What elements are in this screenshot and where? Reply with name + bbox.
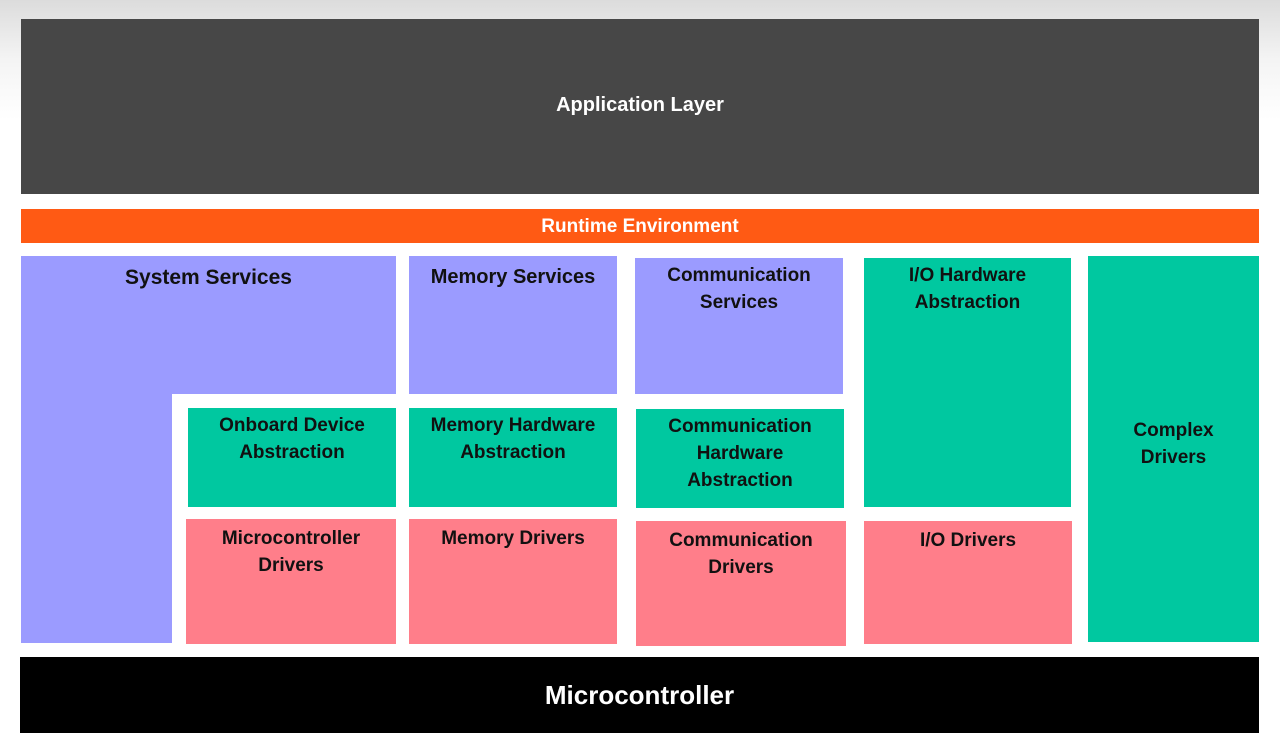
memory-services-label: Memory Services [430,266,596,288]
communication-hardware-abstraction-block: Communication Hardware Abstraction [636,409,844,508]
runtime-environment-bar: Runtime Environment [21,209,1259,243]
communication-services-block: Communication Services [635,258,843,394]
memory-hardware-abstraction-block: Memory Hardware Abstraction [409,408,617,507]
complex-drivers-block: Complex Drivers [1088,256,1259,642]
application-layer: Application Layer [21,19,1259,194]
memory-hardware-abstraction-label: Memory Hardware Abstraction [430,415,596,463]
runtime-environment-label: Runtime Environment [541,215,739,237]
communication-services-label: Communication Services [667,265,811,313]
system-services-block-extension [21,394,172,643]
memory-services-block: Memory Services [409,256,617,394]
io-hardware-abstraction-label: I/O Hardware Abstraction [908,265,1027,313]
onboard-device-abstraction-label: Onboard Device Abstraction [219,415,365,463]
io-hardware-abstraction-block: I/O Hardware Abstraction [864,258,1071,507]
complex-drivers-label: Complex Drivers [1133,420,1214,468]
communication-drivers-block: Communication Drivers [636,521,846,646]
system-services-block: System Services [21,256,396,394]
io-drivers-label: I/O Drivers [919,530,1017,551]
system-services-label: System Services [125,266,292,289]
microcontroller-label: Microcontroller [544,679,735,710]
onboard-device-abstraction-block: Onboard Device Abstraction [188,408,396,507]
microcontroller-layer: Microcontroller [20,657,1259,733]
microcontroller-drivers-block: Microcontroller Drivers [186,519,396,644]
communication-hardware-abstraction-label: Communication Hardware Abstraction [668,416,812,491]
communication-drivers-label: Communication Drivers [669,530,813,578]
application-layer-label: Application Layer [556,94,724,116]
microcontroller-drivers-label: Microcontroller Drivers [221,528,361,576]
memory-drivers-label: Memory Drivers [441,528,585,549]
io-drivers-block: I/O Drivers [864,521,1072,644]
memory-drivers-block: Memory Drivers [409,519,617,644]
